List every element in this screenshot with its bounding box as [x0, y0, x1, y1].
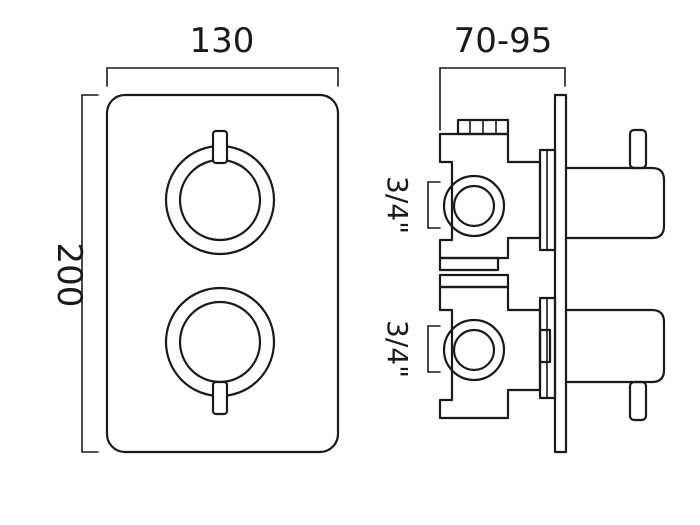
width-label: 130: [190, 21, 255, 61]
upper-port-callout: 3/4": [381, 176, 441, 234]
upper-control-handle: [164, 129, 276, 256]
height-dimension: 200: [49, 94, 99, 453]
depth-label: 70-95: [454, 21, 553, 61]
depth-dimension: 70-95: [439, 21, 566, 131]
upper-port-size: 3/4": [381, 176, 414, 234]
height-label: 200: [49, 243, 89, 308]
lower-valve-body: [438, 273, 666, 422]
front-view: 130 200: [49, 21, 340, 454]
lower-outlet-port: [442, 318, 506, 382]
lower-control-handle: [164, 286, 276, 416]
upper-outlet-port: [442, 174, 506, 238]
lower-port-callout: 3/4": [381, 320, 441, 378]
width-dimension: 130: [106, 21, 339, 87]
faceplate: [105, 93, 340, 454]
wall-plate: [553, 93, 568, 454]
upper-valve-body: [438, 118, 666, 272]
side-view: 70-95: [381, 21, 666, 454]
lower-port-size: 3/4": [381, 320, 414, 378]
